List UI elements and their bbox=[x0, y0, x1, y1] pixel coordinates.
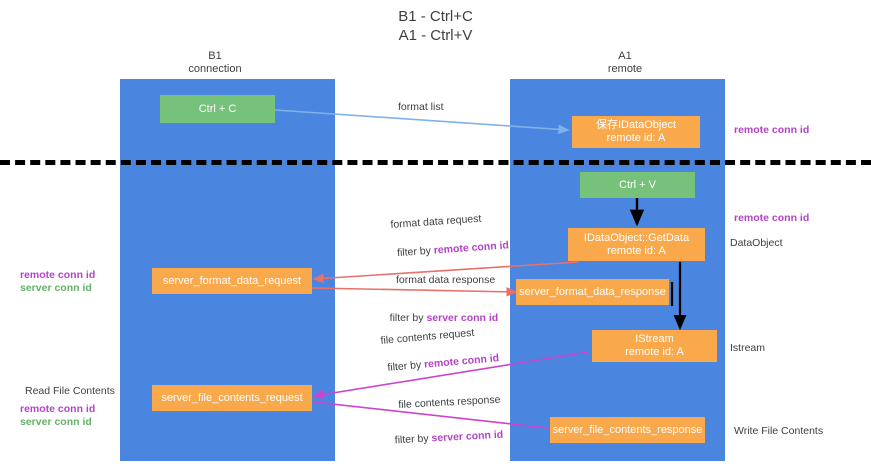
annotation-right-remote-conn-id-top: remote conn id bbox=[734, 124, 810, 136]
annotation-left-remote-conn-id-mid: remote conn id bbox=[20, 269, 96, 281]
node-istream-line2: remote id: A bbox=[625, 346, 684, 358]
node-idataobject-getdata-line1: IDataObject::GetData bbox=[583, 231, 690, 244]
node-ctrl-c[interactable]: Ctrl + C bbox=[160, 95, 275, 123]
annotation-right-remote-conn-id-mid: remote conn id bbox=[734, 212, 810, 224]
node-server-format-data-response-label: server_format_data_response bbox=[519, 285, 666, 298]
annotation-right-write-file-contents: Write File Contents bbox=[734, 425, 824, 437]
annotation-left-read-file-contents: Read File Contents bbox=[25, 385, 115, 397]
node-ctrl-v-label: Ctrl + V bbox=[619, 178, 656, 191]
column-header-b1-role: connection bbox=[188, 63, 242, 75]
node-ctrl-c-label: Ctrl + C bbox=[198, 102, 237, 115]
node-server-format-data-request[interactable]: server_format_data_request bbox=[152, 268, 312, 294]
filter-prefix: filter by bbox=[394, 432, 432, 447]
edge-label-file-contents-response: file contents response bbox=[398, 393, 501, 411]
column-header-b1-name: B1 bbox=[208, 50, 222, 62]
column-header-a1-role: remote bbox=[607, 63, 643, 75]
annotation-right-istream: Istream bbox=[730, 342, 766, 354]
node-idataobject-getdata-line2: remote id: A bbox=[607, 244, 666, 257]
node-ctrl-v[interactable]: Ctrl + V bbox=[580, 172, 695, 198]
filter-key-server-conn-id: server conn id bbox=[431, 428, 504, 445]
node-idataobject-getdata[interactable]: IDataObject::GetData remote id: A bbox=[568, 228, 705, 261]
edge-label-format-list: format list bbox=[398, 101, 444, 113]
node-server-format-data-response[interactable]: server_format_data_response bbox=[516, 279, 669, 305]
phase-divider bbox=[0, 160, 871, 165]
edge-label-format-data-response: format data response bbox=[396, 274, 496, 286]
annotation-left-server-conn-id-mid: server conn id bbox=[20, 282, 92, 294]
annotation-left-server-conn-id-bottom: server conn id bbox=[20, 416, 92, 428]
node-server-format-data-request-label: server_format_data_request bbox=[162, 274, 302, 287]
page-title-line2: A1 - Ctrl+V bbox=[398, 27, 473, 44]
filter-prefix: filter by bbox=[396, 244, 435, 260]
filter-key-remote-conn-id: remote conn id bbox=[423, 352, 500, 371]
node-save-idataobject[interactable]: 保存IDataObject remote id: A bbox=[572, 116, 700, 148]
edge-label-format-data-request-filter: filter by remote conn id bbox=[384, 224, 510, 275]
annotation-left-remote-conn-id-bottom: remote conn id bbox=[20, 403, 96, 415]
node-server-file-contents-request[interactable]: server_file_contents_request bbox=[152, 385, 312, 411]
filter-key-remote-conn-id: remote conn id bbox=[433, 239, 510, 257]
node-save-idataobject-line2: remote id: A bbox=[606, 132, 666, 144]
node-istream-line1: IStream bbox=[635, 333, 674, 345]
filter-prefix: filter by bbox=[389, 312, 427, 324]
column-header-a1-name: A1 bbox=[618, 50, 632, 62]
filter-key-server-conn-id: server conn id bbox=[426, 312, 499, 324]
node-istream[interactable]: IStream remote id: A bbox=[592, 330, 717, 362]
edge-label-format-data-response-filter: filter by server conn id bbox=[378, 297, 499, 339]
node-save-idataobject-line1: 保存IDataObject bbox=[595, 119, 677, 131]
annotation-right-dataobject: DataObject bbox=[730, 237, 783, 249]
node-server-file-contents-response-label: server_file_contents_response bbox=[552, 423, 703, 436]
node-server-file-contents-request-label: server_file_contents_request bbox=[161, 391, 303, 404]
page-title-line1: B1 - Ctrl+C bbox=[398, 8, 473, 25]
node-server-file-contents-response[interactable]: server_file_contents_response bbox=[550, 417, 705, 443]
edge-label-file-contents-response-filter: filter by server conn id bbox=[382, 414, 504, 462]
filter-prefix: filter by bbox=[386, 358, 425, 374]
